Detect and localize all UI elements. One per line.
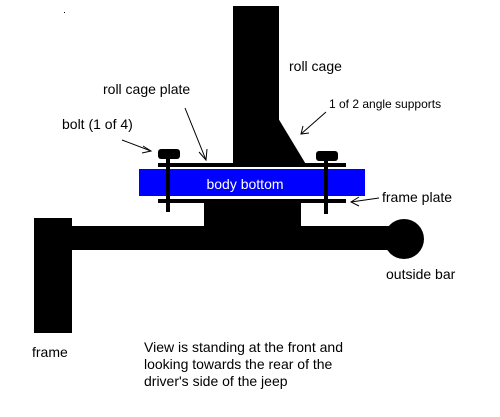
frame-rail [34, 218, 72, 333]
frame-plate [158, 199, 346, 203]
roll-cage-plate [158, 163, 346, 167]
bolt-head-left [158, 149, 180, 159]
mount-block [204, 203, 301, 228]
caption-line-2: looking towards the rear of the [144, 356, 333, 372]
arrow-bolt [121, 139, 153, 154]
roll-cage-post [233, 6, 279, 166]
speck-mark [64, 12, 65, 13]
caption-line-3: driver's side of the jeep [144, 373, 288, 389]
bolt-head-right [316, 151, 338, 161]
arrow-frame-plate [349, 196, 380, 207]
label-frame: frame [32, 344, 68, 360]
label-roll-cage: roll cage [289, 58, 342, 74]
body-bottom-label: body bottom [206, 176, 283, 192]
label-outside-bar: outside bar [386, 266, 456, 282]
bolt-shaft-right [324, 160, 328, 214]
bolt-shaft-left [166, 158, 170, 212]
label-roll-cage-plate: roll cage plate [103, 81, 190, 97]
caption-line-1: View is standing at the front and [144, 339, 343, 355]
arrow-angle-supports [300, 111, 327, 135]
label-bolt: bolt (1 of 4) [62, 116, 133, 132]
outside-bar-end [384, 219, 424, 259]
arrow-roll-cage-plate [184, 107, 208, 162]
angle-support [278, 118, 307, 166]
label-angle-supports: 1 of 2 angle supports [329, 97, 441, 111]
outside-bar [68, 226, 402, 250]
label-frame-plate: frame plate [382, 189, 452, 205]
